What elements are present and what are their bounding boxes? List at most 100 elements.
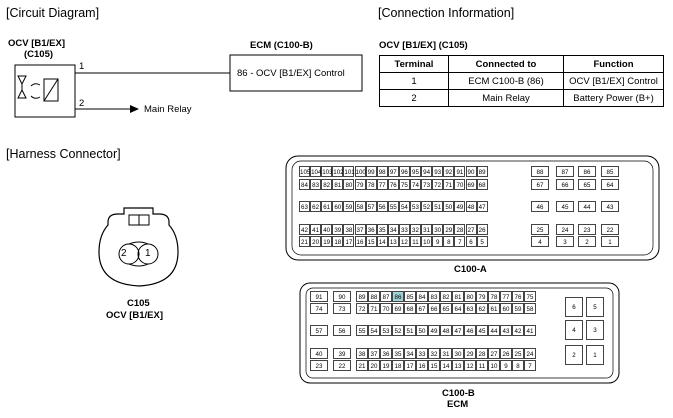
pin-81: 81	[452, 291, 464, 302]
pin-52: 52	[421, 201, 433, 212]
pin-1-label: 1	[79, 61, 85, 72]
c105-caption: C105	[127, 298, 150, 309]
pin-85: 85	[404, 291, 416, 302]
pin-101: 101	[343, 166, 355, 177]
pin-6: 6	[465, 236, 477, 247]
c105-pin-1: 1	[145, 248, 151, 259]
pin-78: 78	[365, 179, 377, 190]
pin-52: 52	[392, 325, 404, 336]
pin-75: 75	[398, 179, 410, 190]
pin-24: 24	[556, 224, 574, 235]
pin-11: 11	[410, 236, 421, 247]
header-terminal: Terminal	[379, 55, 449, 73]
pin-32: 32	[428, 348, 440, 359]
pin-79: 79	[354, 179, 366, 190]
pin-56: 56	[376, 201, 388, 212]
pin-42: 42	[299, 224, 310, 235]
pin-18: 18	[392, 360, 404, 371]
pin-80: 80	[464, 291, 476, 302]
pin-28: 28	[454, 224, 466, 235]
pin-94: 94	[421, 166, 433, 177]
pin-62: 62	[476, 303, 488, 314]
pin-27: 27	[488, 348, 500, 359]
pin-43: 43	[601, 201, 619, 212]
pin-14: 14	[440, 360, 452, 371]
pin-59: 59	[512, 303, 524, 314]
pin-67: 67	[531, 179, 549, 190]
pin-62: 62	[310, 201, 322, 212]
table-row: 1 ECM C100-B (86) OCV [B1/EX] Control	[379, 72, 664, 90]
pin-21: 21	[356, 360, 368, 371]
row-2-connected-to: Main Relay	[448, 89, 564, 107]
pin-76: 76	[387, 179, 399, 190]
pin-56: 56	[333, 325, 351, 336]
pin-25: 25	[531, 224, 549, 235]
pin-65: 65	[578, 179, 596, 190]
pin-41: 41	[524, 325, 536, 336]
pin-79: 79	[476, 291, 488, 302]
pin-82: 82	[321, 179, 333, 190]
c100-a-caption: C100-A	[454, 264, 487, 275]
pin-88: 88	[531, 166, 549, 177]
pin-95: 95	[410, 166, 421, 177]
pin-14: 14	[376, 236, 388, 247]
pin-13: 13	[452, 360, 464, 371]
pin-71: 71	[368, 303, 380, 314]
row-2-terminal: 2	[379, 89, 449, 107]
pin-104: 104	[310, 166, 321, 177]
pin-27: 27	[465, 224, 477, 235]
ecm-pin-label: 86 - OCV [B1/EX] Control	[237, 68, 345, 79]
pin-53: 53	[380, 325, 392, 336]
pin-67: 67	[416, 303, 428, 314]
pin-58: 58	[524, 303, 536, 314]
pin-57: 57	[310, 325, 328, 336]
pin-41: 41	[310, 224, 322, 235]
pin-63: 63	[464, 303, 476, 314]
pin-43: 43	[500, 325, 512, 336]
pin-12: 12	[464, 360, 476, 371]
pin-29: 29	[464, 348, 476, 359]
pin-89: 89	[356, 291, 368, 302]
pin-3: 3	[556, 236, 574, 247]
pin-22: 22	[333, 360, 351, 371]
pin-4: 4	[565, 320, 583, 340]
pin-66: 66	[556, 179, 574, 190]
pin-17: 17	[343, 236, 355, 247]
pin-80: 80	[343, 179, 355, 190]
pin-1: 1	[586, 345, 604, 365]
pin-70: 70	[380, 303, 392, 314]
pin-26: 26	[476, 224, 488, 235]
pin-13: 13	[387, 236, 399, 247]
pin-45: 45	[476, 325, 488, 336]
pin-57: 57	[365, 201, 377, 212]
pin-72: 72	[432, 179, 444, 190]
circuit-diagram-title: [Circuit Diagram]	[6, 6, 100, 20]
pin-44: 44	[578, 201, 596, 212]
pin-35: 35	[376, 224, 388, 235]
pin-23: 23	[310, 360, 328, 371]
pin-55: 55	[356, 325, 368, 336]
pin-91: 91	[454, 166, 466, 177]
pin-84: 84	[299, 179, 310, 190]
pin-7: 7	[454, 236, 466, 247]
pin-40: 40	[310, 348, 328, 359]
pin-76: 76	[512, 291, 524, 302]
pin-82: 82	[440, 291, 452, 302]
pin-45: 45	[556, 201, 574, 212]
pin-29: 29	[443, 224, 455, 235]
pin-42: 42	[512, 325, 524, 336]
row-2-function: Battery Power (B+)	[563, 89, 664, 107]
pin-34: 34	[404, 348, 416, 359]
pin-23: 23	[578, 224, 596, 235]
pin-69: 69	[392, 303, 404, 314]
pin-68: 68	[404, 303, 416, 314]
pin-93: 93	[432, 166, 444, 177]
harness-connector-title: [Harness Connector]	[6, 147, 121, 161]
pin-17: 17	[404, 360, 416, 371]
c100-b-caption-ecm: ECM	[447, 399, 469, 410]
pin-1: 1	[601, 236, 619, 247]
pin-64: 64	[452, 303, 464, 314]
pin-5: 5	[476, 236, 488, 247]
pin-19: 19	[321, 236, 333, 247]
ecm-title: ECM (C100-B)	[250, 40, 313, 51]
